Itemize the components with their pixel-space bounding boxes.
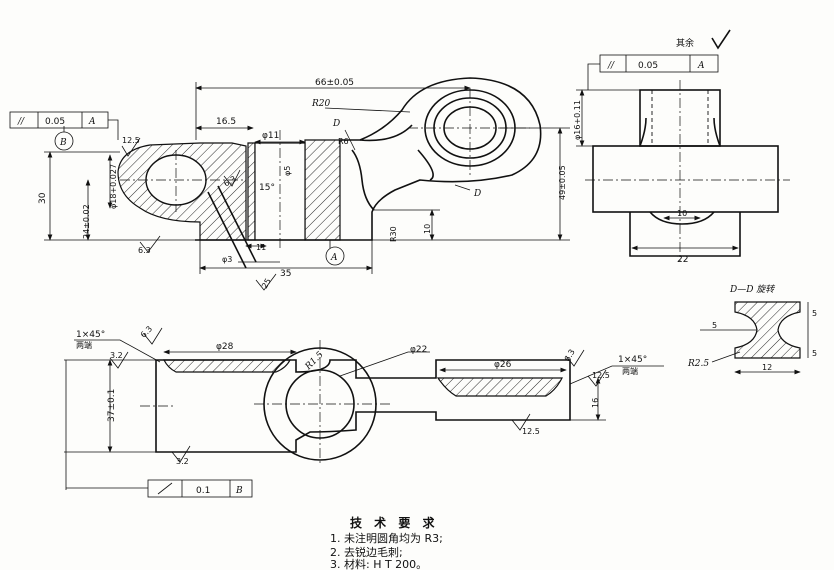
dim-r30: R30: [389, 226, 398, 242]
svg-text://: //: [607, 61, 615, 71]
tolerance-frame-side: // 0.05 A: [587, 54, 719, 90]
plan-chamfer-left: 1×45°: [76, 330, 105, 340]
section-title: D—D 旋转: [729, 284, 775, 295]
plan-roughness-12-5-right: 12.5: [587, 369, 610, 387]
plan-roughness-6-3-right: 6.3: [563, 348, 585, 367]
dim-15deg: 15°: [259, 183, 275, 193]
plan-roughness-6-3: 6.3: [139, 324, 163, 345]
plan-view: φ28 φ26 R1.5 φ22 1×45° 两端 1×45° 两端 6.3 3…: [64, 324, 664, 498]
section-dim-5c: 5: [812, 349, 817, 358]
dim-16-5: 16.5: [216, 117, 236, 127]
section-dim-12: 12: [762, 363, 772, 372]
section-d-d: D—D 旋转 5 5 5 R2.5 12: [687, 284, 817, 375]
roughness-12-5: 12.5: [121, 136, 141, 157]
svg-text:0.05: 0.05: [45, 117, 65, 127]
section-profile: [734, 301, 801, 359]
side-body: [592, 145, 779, 213]
plan-roughness-3-2-bottom: 3.2: [171, 445, 191, 466]
plan-chamfer-right-note: 两端: [622, 366, 638, 376]
section-dim-r2-5: R2.5: [687, 359, 709, 369]
svg-text:0.05: 0.05: [638, 61, 658, 71]
tech-requirements-title: 技 术 要 求: [350, 516, 439, 530]
svg-text:6.3: 6.3: [563, 348, 577, 364]
svg-text:A: A: [330, 253, 338, 263]
plan-roughness-3-2: 3.2: [109, 351, 129, 369]
svg-text://: //: [17, 117, 25, 127]
plan-chamfer-right: 1×45°: [618, 355, 647, 365]
side-dim-22: 22: [677, 255, 688, 265]
plan-left-section: [163, 359, 291, 373]
plan-outline: [155, 359, 571, 453]
tech-requirement-1: 1. 未注明圆角均为 R3;: [330, 532, 443, 545]
plan-roughness-12-5-bottom: 12.5: [511, 413, 540, 436]
svg-text:3.2: 3.2: [176, 457, 189, 466]
side-dim-10: 10: [677, 209, 687, 218]
plan-dim-16: 16: [591, 398, 600, 408]
dim-phi11: φ11: [262, 131, 279, 141]
roughness-other-symbol: 其余: [676, 29, 731, 50]
dim-r20: R20: [311, 99, 331, 109]
section-label-d2: D: [473, 189, 481, 199]
dim-30: 30: [38, 192, 48, 204]
svg-text:6.3: 6.3: [139, 324, 154, 339]
dim-phi3: φ3: [222, 255, 232, 264]
plan-dim-37: 37±0.1: [107, 389, 117, 422]
dim-35: 35: [280, 269, 291, 279]
dim-10: 10: [423, 224, 432, 234]
plan-chamfer-left-note: 两端: [76, 340, 92, 350]
dim-11: 11: [256, 243, 266, 252]
svg-text:25: 25: [260, 277, 273, 290]
roughness-other-label: 其余: [676, 37, 694, 49]
svg-text:B: B: [59, 138, 67, 148]
svg-text:A: A: [88, 117, 96, 127]
svg-text:12.5: 12.5: [122, 136, 140, 145]
plan-right-section: [436, 377, 563, 397]
side-dim-phi16: φ16+0.11: [573, 100, 582, 140]
svg-text:B: B: [235, 486, 243, 496]
section-label-d: D: [332, 119, 340, 129]
svg-text:12.5: 12.5: [592, 371, 610, 380]
datum-b: B: [54, 126, 74, 151]
section-dim-5a: 5: [812, 309, 817, 318]
svg-text:0.1: 0.1: [196, 486, 210, 496]
dim-phi5: φ5: [283, 166, 292, 176]
plan-dim-phi26: φ26: [494, 360, 512, 370]
svg-text:3.2: 3.2: [110, 351, 123, 360]
svg-text:A: A: [697, 61, 705, 71]
tech-requirement-3: 3. 材料: H T 200。: [330, 558, 428, 570]
roughness-6-3: 6.3: [138, 235, 161, 255]
central-web-section: [247, 142, 256, 241]
datum-a: A: [320, 239, 345, 266]
dim-phi18: φ18+0.027: [109, 164, 118, 209]
side-view: 22 10 φ16+0.11 // 0.05 A: [573, 54, 790, 265]
section-dim-5b: 5: [712, 321, 717, 330]
svg-text:6.3: 6.3: [138, 246, 151, 255]
main-view: 66±0.05 R20 16.5 φ11 φ5 15° D D R6 30 φ1…: [9, 77, 570, 291]
tolerance-frame-left: // 0.05 A: [9, 111, 119, 140]
dim-24: 24±0.02: [82, 204, 91, 239]
tolerance-frame-plan: 0.1 B: [66, 479, 253, 498]
roughness-25: 25: [255, 273, 277, 291]
tech-requirement-2: 2. 去锐边毛刺;: [330, 546, 403, 559]
plan-dim-phi22: φ22: [410, 345, 427, 355]
svg-text:12.5: 12.5: [522, 427, 540, 436]
dim-66: 66±0.05: [315, 78, 354, 88]
plan-dim-phi28: φ28: [216, 342, 234, 352]
dim-r6: R6: [338, 137, 349, 146]
dim-49: 49±0.05: [558, 165, 567, 200]
right-web-section: [304, 139, 341, 241]
arm-outline: [340, 77, 542, 241]
